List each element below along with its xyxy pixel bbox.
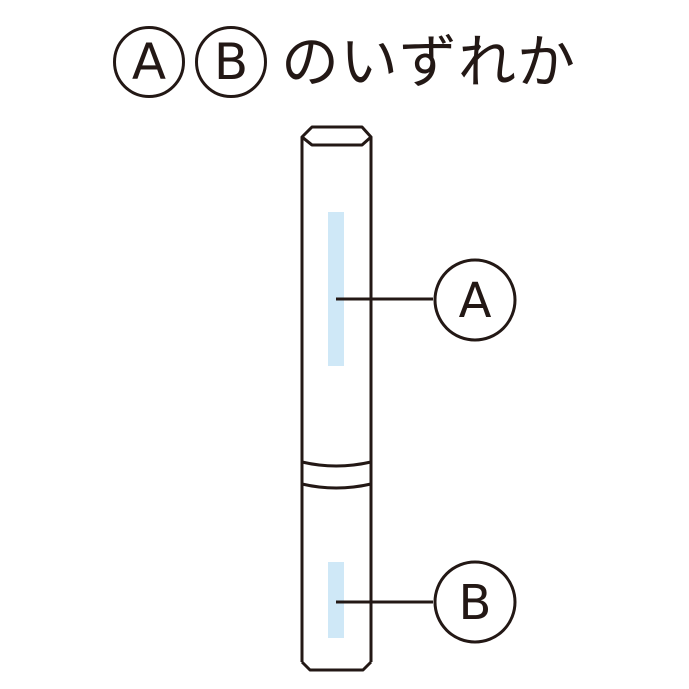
- tube-joint-top: [301, 460, 372, 468]
- callout-b-circle: [433, 560, 517, 644]
- tube-body: [300, 125, 373, 672]
- tube-top-cap: [300, 125, 373, 147]
- title-row: A B のいずれか: [0, 22, 689, 102]
- zone-b-highlight: [328, 562, 344, 638]
- option-a-circle-badge: A: [112, 26, 185, 98]
- zone-a-highlight: [328, 212, 344, 366]
- title-text: のいずれか: [280, 28, 576, 96]
- callout-a-label: A: [459, 273, 492, 329]
- callout-a-circle: [433, 258, 517, 342]
- option-b-circle-badge: B: [194, 26, 267, 98]
- callout-b-label: B: [459, 575, 492, 631]
- tube-bottom: [300, 660, 373, 672]
- tube-joint-mid: [301, 482, 372, 490]
- tube-inner-top-edge: [301, 135, 313, 147]
